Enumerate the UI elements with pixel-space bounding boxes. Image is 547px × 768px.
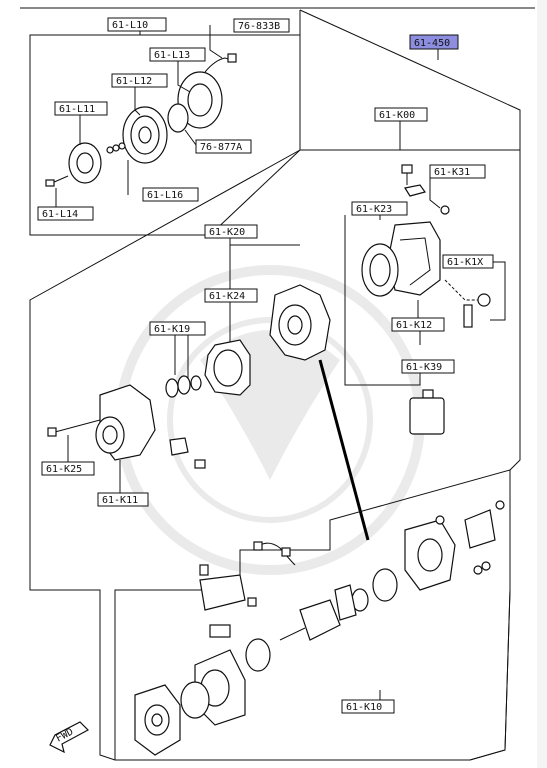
label-box-76-833b[interactable] bbox=[233, 18, 290, 33]
label-box-k23[interactable] bbox=[351, 201, 408, 216]
label-box-k25[interactable] bbox=[41, 461, 95, 476]
gasket-k24 bbox=[204, 339, 251, 396]
label-box-l13[interactable] bbox=[149, 47, 206, 62]
label-76-833b[interactable]: 76-833B bbox=[238, 21, 280, 32]
label-61-k11[interactable]: 61-K11 bbox=[102, 495, 138, 506]
label-61-k25[interactable]: 61-K25 bbox=[46, 464, 82, 475]
label-61-l10[interactable]: 61-L10 bbox=[112, 20, 148, 31]
label-box-k00[interactable] bbox=[374, 107, 428, 122]
fwd-arrow-icon: FWD bbox=[49, 721, 89, 754]
label-61-k19[interactable]: 61-K19 bbox=[154, 324, 190, 335]
label-76-877a[interactable]: 76-877A bbox=[200, 142, 242, 153]
label-box-k10[interactable] bbox=[341, 699, 395, 714]
label-61-k10[interactable]: 61-K10 bbox=[346, 702, 382, 713]
front-head-k11 bbox=[47, 384, 206, 469]
label-61-l16[interactable]: 61-L16 bbox=[147, 190, 183, 201]
label-61-k23[interactable]: 61-K23 bbox=[356, 204, 392, 215]
clutch-group-box bbox=[29, 34, 301, 236]
label-box-k24[interactable] bbox=[204, 288, 258, 303]
label-61-l12[interactable]: 61-L12 bbox=[116, 76, 152, 87]
edge-watermark-text bbox=[537, 0, 547, 768]
label-box-l12[interactable] bbox=[111, 73, 168, 88]
label-box-l11[interactable] bbox=[54, 101, 108, 116]
assembly-label-box[interactable] bbox=[409, 34, 459, 50]
label-box-k20[interactable] bbox=[204, 224, 258, 239]
label-box-k31[interactable] bbox=[429, 164, 486, 179]
label-box-l10[interactable] bbox=[107, 17, 167, 32]
rear-head-parts bbox=[361, 164, 491, 328]
label-61-k20[interactable]: 61-K20 bbox=[209, 227, 245, 238]
label-61-k12[interactable]: 61-K12 bbox=[396, 320, 432, 331]
label-61-450[interactable]: 61-450 bbox=[414, 38, 450, 49]
label-61-l11[interactable]: 61-L11 bbox=[59, 104, 95, 115]
k10-group-box bbox=[114, 469, 511, 761]
internal-parts-k10 bbox=[134, 500, 505, 756]
label-61-k00[interactable]: 61-K00 bbox=[379, 110, 415, 121]
assembly-arrow bbox=[318, 359, 370, 541]
oil-bottle bbox=[409, 389, 445, 435]
label-box-k11[interactable] bbox=[97, 492, 149, 507]
label-61-k24[interactable]: 61-K24 bbox=[209, 291, 245, 302]
label-box-k12[interactable] bbox=[391, 317, 445, 332]
label-61-k31[interactable]: 61-K31 bbox=[434, 167, 470, 178]
watermark-logo bbox=[115, 265, 425, 575]
shaft-seal-parts bbox=[165, 375, 202, 398]
label-61-k1x[interactable]: 61-K1X bbox=[447, 257, 483, 268]
label-box-k1x[interactable] bbox=[442, 254, 494, 269]
label-box-l16[interactable] bbox=[142, 187, 199, 202]
label-61-k39[interactable]: 61-K39 bbox=[406, 362, 442, 373]
label-box-76-877a[interactable] bbox=[195, 139, 252, 154]
label-61-l13[interactable]: 61-L13 bbox=[154, 50, 190, 61]
label-box-k19[interactable] bbox=[149, 321, 206, 336]
label-box-l14[interactable] bbox=[37, 206, 94, 221]
label-61-l14[interactable]: 61-L14 bbox=[42, 209, 78, 220]
label-box-k39[interactable] bbox=[401, 359, 455, 374]
front-housing-k20 bbox=[269, 284, 331, 361]
clutch-parts bbox=[45, 53, 237, 187]
